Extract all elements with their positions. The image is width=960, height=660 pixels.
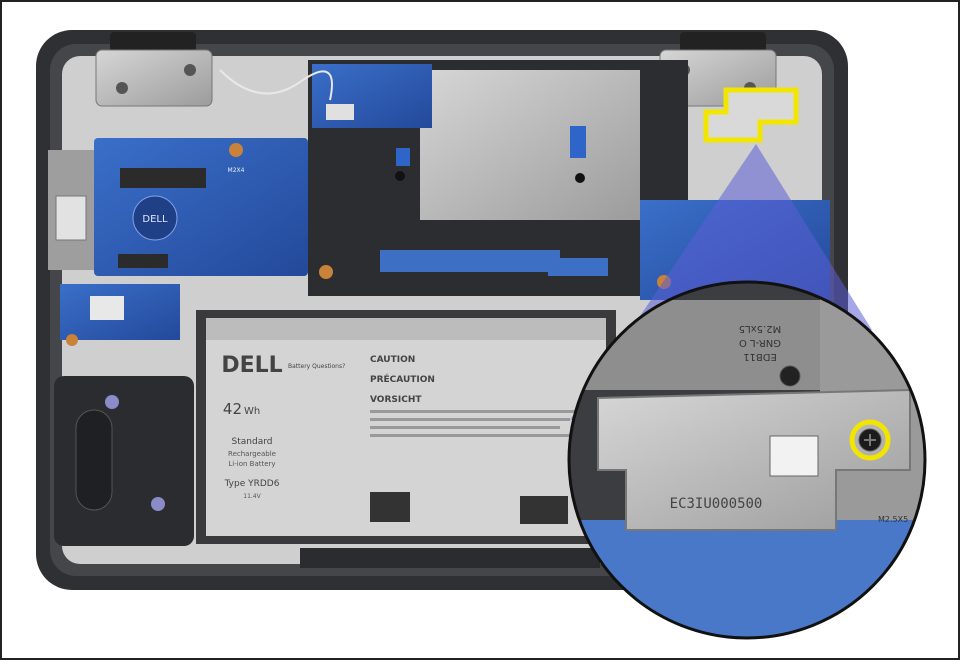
battery-qr-code — [370, 492, 410, 522]
battery-type-line2: Rechargeable — [228, 450, 276, 458]
speaker-grille — [75, 409, 113, 511]
sd-card-slot — [90, 296, 124, 320]
battery-caution: CAUTION — [370, 355, 415, 365]
highlighted-bracket — [703, 87, 799, 143]
board-screw — [229, 143, 243, 157]
zoom-screw-highlight — [849, 419, 891, 461]
battery-type-line3: Li-ion Battery — [228, 460, 275, 468]
zoom-qr-label — [769, 435, 819, 477]
left-hinge — [95, 32, 213, 107]
speaker — [54, 376, 194, 546]
battery-brand: DELL — [221, 353, 282, 378]
zoom-screw-label-3: EDB11 — [743, 351, 777, 362]
board-screw-label: M2X4 — [228, 167, 245, 174]
battery-voltage: 11.4V — [243, 493, 261, 500]
zoom-bracket — [597, 388, 911, 531]
battery-capacity: 42 — [223, 400, 242, 418]
battery-capacity-unit: Wh — [244, 406, 260, 417]
board-chip — [120, 168, 206, 188]
battery-type-line1: Standard — [232, 437, 273, 447]
battery-precaution: PRÉCAUTION — [370, 373, 435, 385]
battery-vorsicht: VORSICHT — [370, 395, 422, 405]
thermal-shield — [420, 70, 640, 220]
battery-questions: Battery Questions? — [288, 363, 345, 370]
antenna-cable — [219, 69, 333, 101]
usb-port — [55, 195, 87, 241]
zoom-inset: EC3IU000500 M2.5xL5 GNR-L O EDB11 M2.5X5 — [567, 280, 927, 640]
dell-logo-board — [132, 195, 178, 241]
battery: DELL 42 Wh Standard Rechargeable Li-ion … — [196, 310, 616, 544]
battery-barcode — [520, 496, 568, 524]
motherboard-screw — [319, 265, 333, 279]
board-connector — [118, 254, 168, 268]
battery-connector — [380, 250, 560, 272]
zoom-side-label: M2.5X5 — [878, 515, 908, 524]
small-board-screw — [66, 334, 78, 346]
motherboard — [308, 60, 688, 296]
zoom-bracket-code: EC3IU000500 — [670, 496, 763, 512]
zoom-screw-label-1: M2.5xL5 — [739, 323, 781, 334]
zoom-screw-top — [779, 365, 801, 387]
battery-model: Type YRDD6 — [224, 479, 280, 489]
dell-logo-board-text: DELL — [142, 214, 168, 225]
bottom-vent — [300, 548, 600, 568]
zoom-screw-label-2: GNR-L O — [739, 337, 781, 348]
